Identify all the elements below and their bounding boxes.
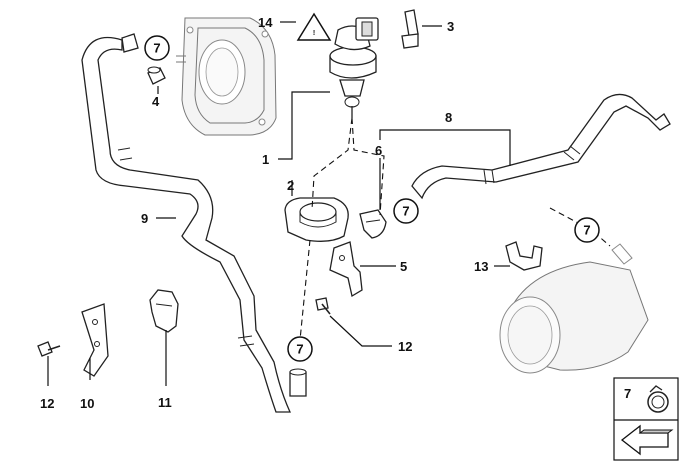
callout-10: 10 [80, 396, 94, 411]
clamp-ref-4: 7 [287, 336, 313, 362]
clamp-ref-2: 7 [393, 198, 419, 224]
hose-clip [359, 209, 387, 239]
legend-clamp-number: 7 [624, 386, 631, 401]
clamp-ref-3: 7 [574, 217, 600, 243]
solenoid-valve [329, 17, 379, 118]
callout-5: 5 [400, 259, 407, 274]
pipe-clip [505, 241, 543, 271]
holder-part [149, 289, 179, 333]
bolt-left [37, 341, 61, 357]
connector-plug [401, 9, 419, 49]
dashed-assembly-line-1 [311, 117, 353, 211]
leader-1 [278, 91, 330, 160]
warning-label: ! [296, 12, 332, 41]
callout-12-left: 12 [40, 396, 54, 411]
svg-text:7: 7 [583, 223, 590, 238]
clamp-ref-1: 7 [144, 35, 170, 61]
hose-clamp-icon [647, 385, 669, 413]
callout-13: 13 [474, 259, 488, 274]
hose-left [81, 33, 307, 413]
hose-right [411, 93, 671, 200]
sleeve-part [147, 66, 166, 85]
callout-1: 1 [262, 152, 269, 167]
bracket-left [81, 303, 109, 377]
callout-4: 4 [152, 94, 160, 109]
svg-text:7: 7 [402, 204, 409, 219]
callout-8: 8 [445, 110, 452, 125]
callout-2: 2 [287, 178, 294, 193]
bracket-part [329, 241, 363, 298]
callout-9: 9 [141, 211, 148, 226]
canister [499, 243, 649, 374]
callout-3: 3 [447, 19, 454, 34]
leader-8 [379, 129, 511, 166]
leader-12-center [329, 315, 392, 347]
bolt-center [315, 297, 331, 315]
throttle-body [176, 17, 277, 136]
svg-text:7: 7 [153, 41, 160, 56]
dashed-assembly-line-3 [299, 239, 311, 341]
dashed-assembly-line-2 [351, 117, 385, 216]
callout-14: 14 [258, 15, 273, 30]
rubber-mount [284, 197, 349, 242]
callout-12-center: 12 [398, 339, 412, 354]
callout-6: 6 [375, 143, 382, 158]
callout-11: 11 [158, 395, 172, 410]
legend-box: 7 [613, 377, 679, 461]
direction-arrow-icon [620, 424, 674, 456]
svg-text:7: 7 [296, 342, 303, 357]
warning-label-text: ! [313, 30, 315, 37]
